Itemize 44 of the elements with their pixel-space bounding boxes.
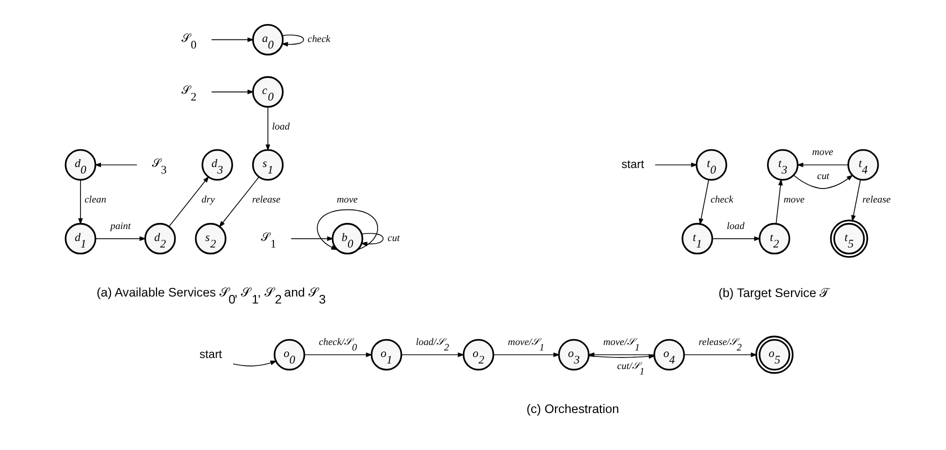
edge-label: release (252, 194, 280, 206)
arrow (400, 352, 464, 358)
edge-label: release (862, 194, 890, 206)
label: (c) Orchestration (526, 402, 619, 416)
arrow (775, 178, 782, 224)
arrow (587, 352, 654, 358)
edge-label: check (710, 194, 733, 206)
arrow (94, 236, 146, 241)
edge-label: cut (387, 232, 400, 244)
edge-label: move (812, 147, 833, 158)
arrow (290, 236, 334, 241)
arrow (492, 352, 560, 358)
arrow (303, 352, 372, 358)
edge-label: move (783, 194, 804, 206)
arrow (78, 180, 82, 225)
label: (b) Target Service 𝒯 (718, 286, 828, 300)
edge-label: move (336, 194, 358, 206)
arrow (210, 90, 254, 94)
arrow (588, 354, 655, 359)
arrow (232, 360, 276, 366)
arrow (94, 162, 137, 168)
arrow (280, 34, 304, 47)
edge-label: check (307, 34, 330, 45)
arrow (168, 176, 209, 228)
arrow (850, 179, 860, 222)
edge-label: clean (84, 194, 106, 206)
arrow (654, 162, 698, 168)
arrow (210, 37, 254, 42)
arrow (698, 179, 709, 226)
edge-label: dry (201, 194, 214, 206)
arrow (265, 106, 270, 152)
edge-label: load (726, 220, 744, 232)
edge-label: load (272, 121, 290, 132)
edge-label: cut (816, 171, 829, 182)
arrow (218, 176, 259, 228)
arrow (712, 236, 760, 241)
arrow (792, 174, 853, 189)
node-text: start (620, 158, 644, 171)
node-text: start (198, 348, 222, 361)
arrow (316, 209, 378, 250)
arrow (683, 352, 757, 358)
arrow (360, 232, 384, 246)
edge-label: paint (110, 220, 130, 232)
arrow (796, 162, 848, 168)
